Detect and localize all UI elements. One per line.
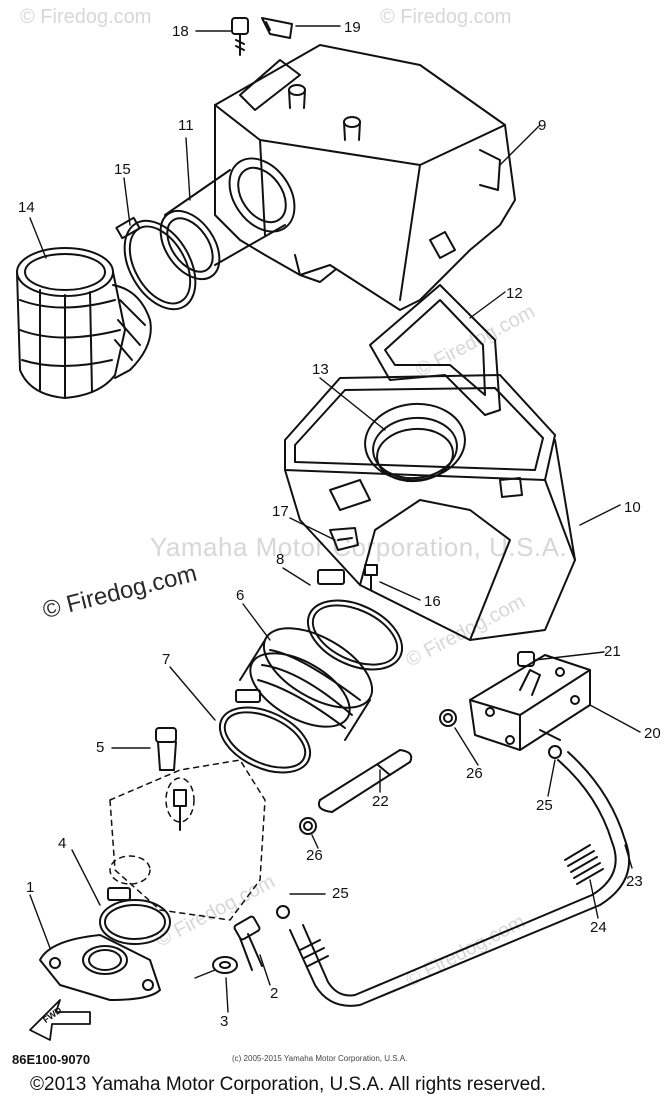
bolt-18 [231,17,249,56]
fuel-hose-22 [317,749,413,813]
fuel-hose-23 [289,751,631,1007]
watermark-top-left: © Firedog.com [20,6,152,28]
callout-25-upper: 25 [536,797,553,814]
callout-9: 9 [538,117,547,134]
bolt-2 [233,915,263,971]
clamp-8 [306,569,404,671]
cap-21 [517,651,535,667]
callout-11: 11 [178,117,194,134]
diagram-code: 86E100-9070 [12,1052,91,1067]
callout-10: 10 [624,499,641,516]
callout-18: 18 [172,23,189,40]
callout-20: 20 [644,725,661,742]
fwd-arrow-icon [29,999,91,1041]
callout-22: 22 [372,793,389,810]
callout-8: 8 [276,551,285,568]
callout-1: 1 [26,879,35,896]
air-filter-14 [16,247,152,399]
fitting-5 [155,727,177,771]
air-box-cover [214,44,516,311]
clip-17 [329,527,359,551]
fuel-pump-20 [469,654,591,751]
carburetor-outline [109,759,266,921]
spring-24 [299,844,604,967]
callout-14: 14 [18,199,35,216]
clamp-7 [218,689,312,774]
copyright-notice: ©2013 Yamaha Motor Corporation, U.S.A. A… [30,1074,546,1095]
carburetor-screw [173,789,187,831]
callout-6: 6 [236,587,245,604]
joint-duct-11 [159,157,296,281]
callout-13: 13 [312,361,329,378]
callout-7: 7 [162,651,171,668]
callout-26-lower: 26 [306,847,323,864]
clip-26 [299,709,457,835]
small-copyright: (c) 2005-2015 Yamaha Motor Corporation, … [232,1054,408,1063]
callout-2: 2 [270,985,279,1002]
callout-19: 19 [344,19,361,36]
callout-16: 16 [424,593,441,610]
leader-lines [29,25,641,1013]
callout-3: 3 [220,1013,229,1030]
washer-3 [212,956,238,974]
watermark-top-right: © Firedog.com [380,6,512,28]
clip-25 [276,745,562,919]
clamp-15 [115,216,197,311]
callout-15: 15 [114,161,131,178]
callout-4: 4 [58,835,67,852]
joint-ring-13 [364,402,466,483]
callout-5: 5 [96,739,105,756]
watermark-center: Yamaha Motor Corporation, U.S.A. [150,532,568,562]
air-box-case-10 [284,374,576,641]
intake-manifold-1 [39,934,161,1001]
clip-19 [261,17,293,39]
callout-21: 21 [604,643,621,660]
callout-24: 24 [590,919,607,936]
screw-16 [364,564,378,591]
callout-12: 12 [506,285,523,302]
callout-25-lower: 25 [332,885,349,902]
callout-26-upper: 26 [466,765,483,782]
callout-23: 23 [626,873,643,890]
gasket-12 [369,284,501,416]
callout-17: 17 [272,503,289,520]
carburetor-joint-6 [239,627,374,741]
clamp-4 [99,887,171,945]
